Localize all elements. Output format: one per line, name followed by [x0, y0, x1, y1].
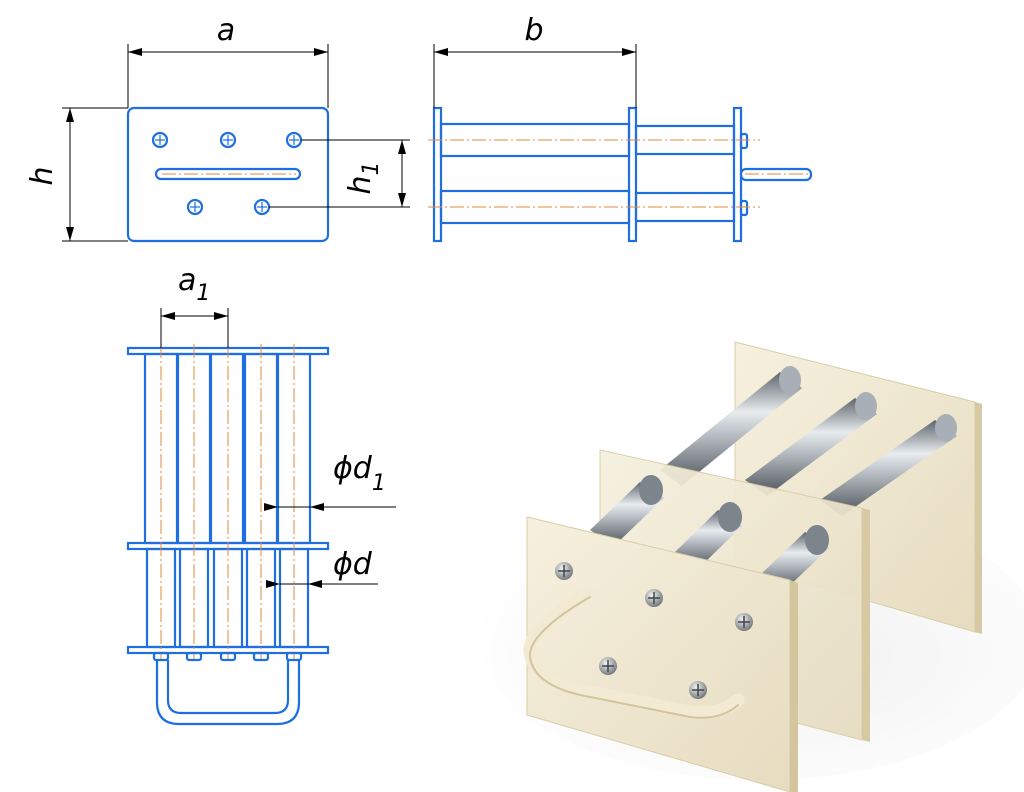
screw-icon [599, 657, 617, 675]
top-view: a1 ϕd1 ϕd [126, 263, 396, 726]
label-h: h [25, 166, 60, 185]
screw-icon [253, 198, 271, 216]
front-plate-outline [126, 106, 330, 243]
screw-icon [645, 589, 663, 607]
top-handle [155, 660, 301, 726]
screw-icon [186, 198, 204, 216]
front-view: a h h1 [25, 13, 410, 243]
top-rods-upper [143, 352, 312, 545]
render-rods-front [590, 475, 829, 591]
side-plate-left [432, 106, 443, 243]
render-rods-back [660, 366, 957, 516]
screw-icon [735, 613, 753, 631]
dimension-b: b [433, 13, 637, 108]
screw-icon [555, 562, 573, 580]
side-view: b [428, 13, 813, 243]
label-phi-d: ϕd [333, 547, 373, 582]
render-handle [523, 585, 745, 720]
label-h1: h1 [343, 161, 384, 194]
dimension-phi-d1: ϕd1 [264, 451, 396, 511]
side-plate-middle [627, 106, 638, 243]
label-a1: a1 [178, 263, 210, 306]
dimension-a1: a1 [160, 263, 229, 348]
dimension-phi-d: ϕd [266, 547, 378, 588]
screw-icon [285, 131, 303, 149]
dimension-a: a [127, 13, 329, 108]
label-b: b [524, 13, 543, 48]
handle-slot [154, 167, 302, 181]
label-a: a [217, 13, 235, 48]
screw-icon [689, 681, 707, 699]
render-screws [555, 562, 753, 699]
screw-icon [219, 131, 237, 149]
dimension-h1: h1 [269, 139, 410, 208]
label-phi-d1: ϕd1 [333, 451, 386, 496]
dimension-h: h [25, 107, 128, 242]
screw-icon [151, 131, 169, 149]
side-handle [739, 167, 813, 182]
product-render [480, 341, 1024, 792]
